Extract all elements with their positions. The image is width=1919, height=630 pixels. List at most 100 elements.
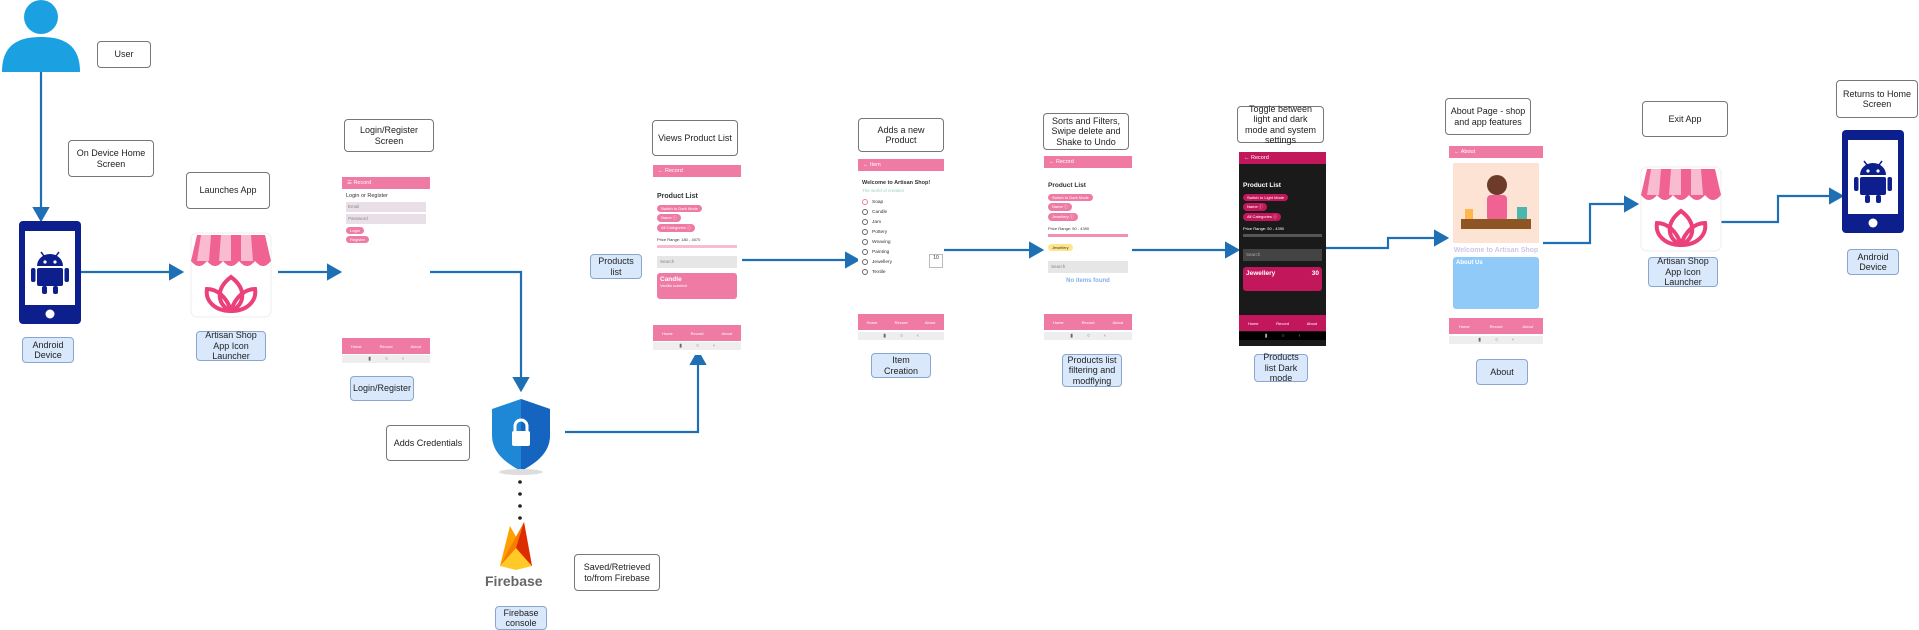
item-bottom-nav: Home Record About [858, 314, 944, 330]
firebase-wordmark: Firebase [485, 573, 543, 589]
note-about-page: About Page - shop and app features [1445, 98, 1531, 135]
item-category-option[interactable]: Painting [862, 249, 940, 255]
dark-card-name: Jewellery [1246, 270, 1276, 277]
nav-record[interactable]: Record [1489, 323, 1503, 329]
login-button[interactable]: Login [346, 227, 364, 234]
nav-record[interactable]: Record [379, 343, 393, 349]
radio-label: Soap [872, 199, 884, 205]
about-appbar: ← About [1449, 146, 1543, 158]
label-login-register: Login/Register [350, 376, 414, 401]
radio-icon[interactable] [862, 269, 868, 275]
item-subtitle: The world of creation [862, 188, 905, 193]
nav-record[interactable]: Record [894, 319, 908, 325]
products-search-field[interactable]: Search [657, 256, 737, 268]
radio-label: Candle [872, 209, 888, 215]
products-price-slider[interactable] [657, 245, 737, 248]
filter-chip-category[interactable]: Jewellery ⓘ [1048, 213, 1078, 221]
label-launcher-2: Artisan Shop App Icon Launcher [1648, 256, 1718, 287]
note-launches-app: Launches App [186, 172, 270, 209]
filter-chip-sort[interactable]: Name ⓘ [1048, 203, 1072, 211]
dark-chip-category[interactable]: All Categories ⓘ [1243, 213, 1282, 221]
dark-bottom-nav: Home Record About [1239, 315, 1326, 331]
nav-home[interactable]: Home [1458, 323, 1470, 329]
login-password-field[interactable]: Password [346, 214, 426, 224]
radio-icon[interactable] [862, 209, 868, 215]
nav-record[interactable]: Record [1276, 320, 1290, 326]
system-nav-bar: ▮○‹ [1044, 332, 1132, 340]
nav-about[interactable]: About [1522, 323, 1533, 329]
note-saved-retrieved: Saved/Retrieved to/from Firebase [574, 554, 660, 591]
label-products-list: Products list [590, 254, 642, 279]
register-button[interactable]: Register [346, 236, 369, 243]
products-chip-category[interactable]: All Categories ⓘ [657, 224, 696, 232]
products-screen: ← Record Product List Switch to Dark Mod… [653, 165, 741, 355]
shield-lock-icon [492, 399, 550, 475]
item-category-option[interactable]: Jewellery [862, 259, 940, 265]
filter-price-slider[interactable] [1048, 234, 1128, 237]
label-firebase-console: Firebase console [495, 606, 547, 630]
login-bottom-nav: Home Record About [342, 338, 430, 354]
note-login-register-screen: Login/Register Screen [344, 119, 434, 152]
nav-about[interactable]: About [1306, 320, 1318, 326]
arrow-login-to-auth [430, 270, 530, 393]
dark-chip-sort[interactable]: Name ⓘ [1243, 203, 1267, 211]
products-appbar: ← Record [653, 165, 741, 177]
nav-record[interactable]: Record [690, 330, 704, 336]
note-adds-credentials: Adds Credentials [386, 425, 470, 461]
product-card[interactable]: Candle Vanilla scented [657, 273, 737, 299]
label-android-device-2: Android Device [1847, 249, 1899, 275]
dark-product-card[interactable]: Jewellery 30 [1243, 267, 1322, 291]
item-welcome: Welcome to Artisan Shop! [862, 180, 931, 186]
products-title: Product List [657, 193, 698, 200]
products-chip-sort[interactable]: Name ⓘ [657, 214, 681, 222]
item-category-option[interactable]: Soap [862, 199, 940, 205]
item-category-option[interactable]: Weaving [862, 239, 940, 245]
nav-about[interactable]: About [410, 343, 421, 349]
login-appbar: ☰ Record [342, 177, 430, 189]
about-screen: ← About Welcome to Artisan Shop About Us… [1449, 146, 1543, 351]
arrow-launcher-to-device [1720, 187, 1845, 224]
nav-about[interactable]: About [924, 319, 936, 325]
item-category-option[interactable]: Pottery [862, 229, 940, 235]
note-exit-app: Exit App [1642, 101, 1728, 137]
dark-price-slider[interactable] [1243, 234, 1322, 237]
radio-icon[interactable] [862, 249, 868, 255]
nav-home[interactable]: Home [866, 319, 878, 325]
nav-record[interactable]: Record [1081, 319, 1095, 325]
android-device-2 [1842, 130, 1904, 233]
login-email-field[interactable]: Email [346, 202, 426, 212]
product-card-name: Candle [660, 276, 682, 283]
dark-search-field[interactable]: Search [1243, 249, 1322, 261]
arrow-auth-to-products [565, 349, 707, 434]
radio-icon[interactable] [862, 219, 868, 225]
item-category-option[interactable]: Candle [862, 209, 940, 215]
radio-icon[interactable] [862, 259, 868, 265]
item-category-option[interactable]: Jam [862, 219, 940, 225]
nav-about[interactable]: About [1112, 319, 1123, 325]
dark-chip-theme[interactable]: Switch to Light Mode [1243, 194, 1289, 201]
nav-home[interactable]: Home [1247, 320, 1259, 326]
radio-label: Jam [872, 219, 882, 225]
radio-icon[interactable] [862, 199, 868, 205]
filter-search-field[interactable]: Search [1048, 261, 1128, 273]
item-category-option[interactable]: Textile [862, 269, 940, 275]
products-chip-theme[interactable]: Switch to Dark Mode [657, 205, 702, 212]
radio-icon[interactable] [862, 239, 868, 245]
product-card-sub: Vanilla scented [660, 283, 687, 288]
nav-home[interactable]: Home [1052, 319, 1064, 325]
filter-price-range: Price Range: 50 - 4390 [1048, 226, 1090, 231]
radio-label: Jewellery [872, 259, 892, 265]
dark-card-qty: 30 [1311, 270, 1319, 277]
filter-empty-state: No items found [1066, 278, 1110, 284]
filter-appbar: ← Record [1044, 156, 1132, 168]
filter-chip-theme[interactable]: Switch to Dark Mode [1048, 194, 1093, 201]
item-quantity-field[interactable]: 10 [929, 254, 943, 268]
radio-icon[interactable] [862, 229, 868, 235]
nav-home[interactable]: Home [350, 343, 362, 349]
artisan-shop-app-icon [190, 232, 272, 318]
nav-about[interactable]: About [721, 330, 732, 336]
filter-active-tag[interactable]: Jewellery [1048, 244, 1073, 251]
nav-home[interactable]: Home [661, 330, 673, 336]
